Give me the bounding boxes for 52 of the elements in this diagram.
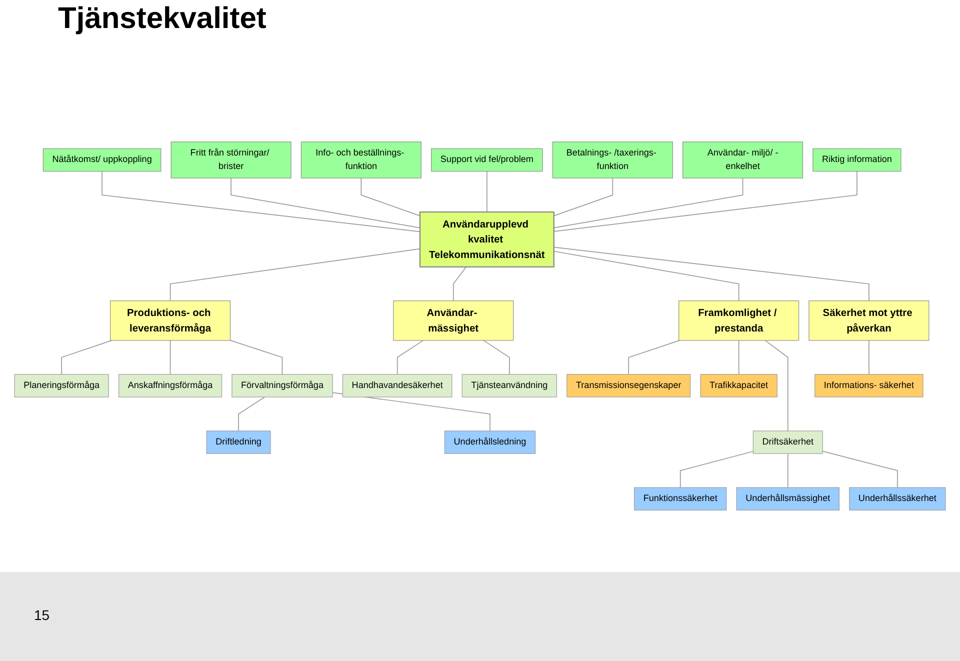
node-box: Tjänsteanvändning bbox=[462, 374, 557, 398]
connector bbox=[238, 396, 266, 432]
connector bbox=[553, 178, 614, 216]
connector bbox=[396, 340, 424, 375]
node-box: Underhållsledning bbox=[444, 430, 536, 454]
connector bbox=[452, 266, 467, 302]
node-box: Anskaffningsförmåga bbox=[118, 374, 222, 398]
node-box: Säkerhet mot yttre påverkan bbox=[808, 300, 930, 341]
node-box: Support vid fel/problem bbox=[431, 148, 543, 172]
connector bbox=[360, 178, 420, 216]
node-box: Driftledning bbox=[206, 430, 271, 454]
node-box: Riktig information bbox=[812, 148, 902, 172]
connector bbox=[553, 246, 870, 302]
connector bbox=[764, 340, 788, 432]
node-box: Handhavandesäkerhet bbox=[342, 374, 452, 398]
node-box: Nätåtkomst/ uppkoppling bbox=[42, 148, 162, 172]
node-box: Användar- miljö/ -enkelhet bbox=[682, 142, 804, 178]
connector bbox=[102, 170, 420, 232]
connector bbox=[553, 170, 858, 232]
connector bbox=[628, 340, 680, 375]
connector bbox=[483, 340, 510, 375]
connector bbox=[486, 170, 488, 212]
node-box: Underhållssäkerhet bbox=[849, 487, 946, 510]
node-box: Trafikkapacitet bbox=[700, 374, 778, 398]
connector bbox=[680, 450, 754, 488]
node-box: Funktionssäkerhet bbox=[634, 487, 727, 510]
node-box: Produktions- och leveransförmåga bbox=[110, 300, 231, 341]
connector bbox=[868, 340, 870, 375]
connector bbox=[787, 453, 788, 488]
connector bbox=[553, 250, 740, 302]
node-box: Transmissionsegenskaper bbox=[566, 374, 691, 398]
node-box: Användar- mässighet bbox=[393, 300, 514, 341]
connector bbox=[170, 248, 420, 302]
node-box: Förvaltningsförmåga bbox=[232, 374, 333, 398]
node-box: Underhållsmässighet bbox=[736, 487, 840, 510]
connector bbox=[170, 340, 171, 375]
node-box: Framkomlighet / prestanda bbox=[678, 300, 800, 341]
connector bbox=[230, 340, 283, 375]
connector bbox=[822, 450, 898, 488]
node-box: Användarupplevd kvalitet Telekommunikationsnät bbox=[419, 211, 554, 268]
node-box: Informations- säkerhet bbox=[814, 374, 924, 398]
node-box: Info- och beställnings- funktion bbox=[300, 142, 422, 178]
connector bbox=[61, 340, 112, 375]
connector bbox=[738, 340, 740, 375]
node-box: Driftsäkerhet bbox=[752, 430, 823, 454]
connector bbox=[230, 178, 420, 228]
node-box: Fritt från störningar/ brister bbox=[170, 142, 292, 178]
connector bbox=[553, 178, 744, 228]
node-box: Betalnings- /taxerings- funktion bbox=[552, 142, 673, 178]
page-number: 15 bbox=[34, 607, 50, 623]
node-box: Planeringsförmåga bbox=[14, 374, 109, 398]
diagram-title: Tjänstekvalitet bbox=[58, 2, 266, 36]
